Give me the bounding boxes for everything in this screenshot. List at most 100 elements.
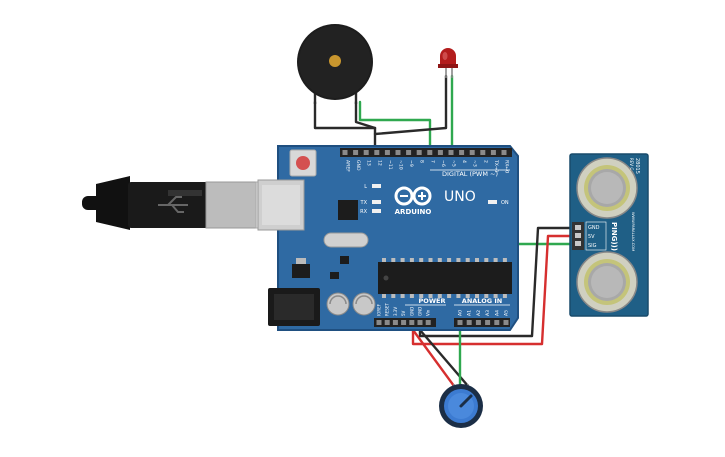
analog-pin-label: A5 bbox=[504, 310, 510, 316]
digital-pin[interactable] bbox=[427, 150, 433, 155]
tx-led-label: TX bbox=[360, 200, 368, 206]
analog-pin[interactable] bbox=[503, 320, 509, 325]
sensor-pin-5v: 5V bbox=[588, 234, 595, 240]
digital-pin-label: ~3 bbox=[472, 160, 478, 167]
analog-pin-label: A4 bbox=[494, 310, 500, 316]
power-pin[interactable] bbox=[417, 320, 423, 325]
analog-pin-label: A3 bbox=[485, 310, 491, 316]
power-pin-label: RESET bbox=[385, 303, 390, 316]
board-brand: ARDUINO bbox=[395, 208, 432, 216]
transducer-top bbox=[576, 157, 638, 219]
digital-pin-label: 7 bbox=[429, 160, 435, 163]
digital-pin[interactable] bbox=[459, 150, 465, 155]
digital-pin[interactable] bbox=[363, 150, 369, 155]
usb-cable-icon[interactable] bbox=[82, 176, 287, 230]
sensor-pin-gnd: GND bbox=[588, 225, 600, 231]
digital-pin[interactable] bbox=[437, 150, 443, 155]
digital-pin-label: RX←0 bbox=[504, 160, 510, 173]
wire-ping-gnd[interactable] bbox=[418, 226, 574, 338]
digital-header-label: DIGITAL (PWM ~) bbox=[442, 170, 498, 178]
power-pin-label: GND bbox=[418, 307, 423, 316]
analog-header bbox=[454, 318, 510, 327]
digital-pin-label: 4 bbox=[461, 160, 467, 163]
digital-pin[interactable] bbox=[480, 150, 486, 155]
digital-pin-label: ~9 bbox=[408, 160, 414, 167]
wire-buzzer-gnd-left[interactable] bbox=[313, 100, 377, 150]
digital-pin[interactable] bbox=[469, 150, 475, 155]
digital-pin[interactable] bbox=[406, 150, 412, 155]
power-pin[interactable] bbox=[401, 320, 407, 325]
analog-pin[interactable] bbox=[475, 320, 481, 325]
analog-pin-label: A2 bbox=[476, 310, 482, 316]
power-pin-label: IOREF bbox=[377, 303, 382, 316]
power-pin-label: Vin bbox=[426, 309, 431, 316]
on-led-label: ON bbox=[501, 200, 509, 206]
digital-pin[interactable] bbox=[416, 150, 422, 155]
power-pin[interactable] bbox=[409, 320, 415, 325]
digital-pin[interactable] bbox=[353, 150, 359, 155]
power-pin[interactable] bbox=[376, 320, 382, 325]
power-header-label: POWER bbox=[419, 297, 446, 305]
power-pin-label: 3.3V bbox=[393, 307, 398, 316]
digital-pin-row bbox=[342, 150, 507, 155]
power-pin-label: 5V bbox=[401, 310, 406, 316]
wire-ping-5v[interactable] bbox=[411, 234, 574, 346]
sensor-part: 28015 bbox=[634, 158, 640, 174]
analog-pin[interactable] bbox=[494, 320, 500, 325]
analog-pin-label: A1 bbox=[467, 310, 473, 316]
usb-controller-chip bbox=[338, 200, 358, 220]
potentiometer-icon[interactable] bbox=[439, 384, 483, 428]
power-pin[interactable] bbox=[392, 320, 398, 325]
digital-pin[interactable] bbox=[342, 150, 348, 155]
transducer-bottom bbox=[576, 251, 638, 313]
digital-pin[interactable] bbox=[374, 150, 380, 155]
wire-buzzer-pin8[interactable] bbox=[358, 100, 432, 150]
digital-pin-label: ~11 bbox=[387, 160, 393, 170]
digital-pin[interactable] bbox=[490, 150, 496, 155]
board-model: UNO bbox=[444, 189, 476, 205]
power-pin[interactable] bbox=[425, 320, 431, 325]
analog-pin[interactable] bbox=[466, 320, 472, 325]
usb-symbol-icon bbox=[158, 196, 188, 213]
sensor-site: WWW.PARALLAX.COM bbox=[631, 212, 635, 251]
digital-pin-label: 2 bbox=[482, 160, 488, 163]
digital-pin-label: ~10 bbox=[398, 160, 404, 170]
arduino-logo-icon bbox=[394, 186, 432, 206]
analog-pin[interactable] bbox=[485, 320, 491, 325]
power-pin[interactable] bbox=[384, 320, 390, 325]
digital-pin[interactable] bbox=[395, 150, 401, 155]
sensor-pin-sig: SIG bbox=[588, 243, 597, 249]
analog-header-label: ANALOG IN bbox=[462, 297, 502, 305]
voltage-regulator bbox=[292, 264, 310, 278]
status-leds: L TX RX ON bbox=[360, 184, 509, 215]
digital-pin-label: GND bbox=[355, 160, 361, 171]
reset-button[interactable] bbox=[289, 149, 317, 177]
red-led-icon[interactable] bbox=[438, 48, 458, 78]
digital-pin-label: ~6 bbox=[440, 160, 446, 167]
rx-led-label: RX bbox=[360, 209, 367, 215]
piezo-buzzer-icon[interactable] bbox=[297, 24, 373, 104]
wire-led-gnd[interactable] bbox=[373, 74, 448, 136]
digital-pin[interactable] bbox=[384, 150, 390, 155]
l-led-label: L bbox=[364, 184, 367, 190]
wire-buzzer-gnd-right[interactable] bbox=[354, 100, 377, 130]
analog-pin[interactable] bbox=[457, 320, 463, 325]
capacitors bbox=[326, 292, 376, 316]
digital-pin-label: AREF bbox=[345, 160, 351, 172]
atmega-chip bbox=[378, 258, 512, 298]
crystal-oscillator bbox=[323, 232, 369, 248]
sensor-pin-labels: GND 5V SIG bbox=[585, 221, 607, 251]
digital-pin[interactable] bbox=[501, 150, 507, 155]
power-pin-label: GND bbox=[409, 307, 414, 316]
wire-pot-5v[interactable] bbox=[411, 328, 456, 388]
digital-pin-label: 12 bbox=[376, 160, 382, 166]
analog-pin-label: A0 bbox=[458, 310, 464, 316]
sensor-name: PING))) bbox=[610, 222, 618, 251]
ultrasonic-sensor[interactable]: GND 5V SIG PING))) WWW.PARALLAX.COM 2801… bbox=[569, 153, 649, 317]
digital-pin[interactable] bbox=[448, 150, 454, 155]
